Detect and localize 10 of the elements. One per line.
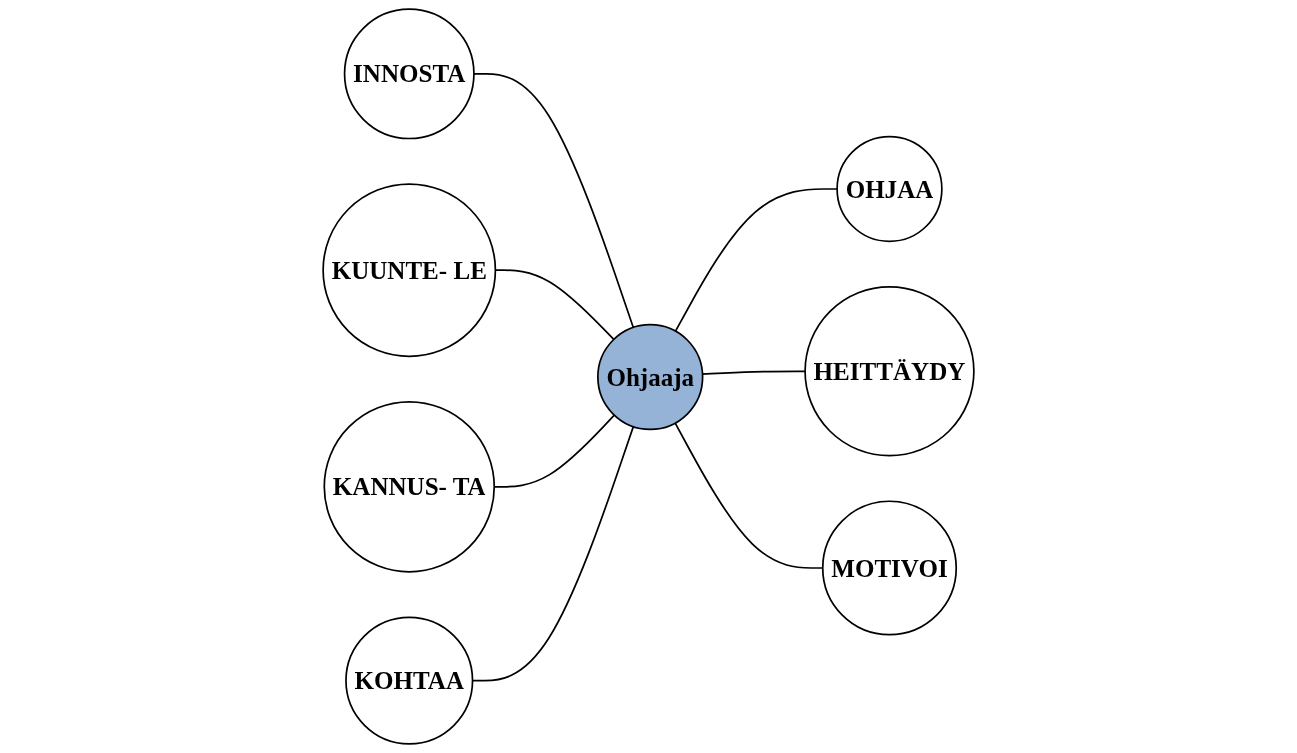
node-circle: Ohjaaja [597, 323, 704, 431]
node-circle: KANNUS- TA [323, 400, 496, 573]
node-circle: INNOSTA [343, 8, 475, 140]
node-circle: KUUNTE- LE [322, 183, 497, 358]
node-circle: MOTIVOI [821, 500, 958, 636]
node-circle: OHJAA [836, 135, 943, 243]
node-circle: HEITTÄYDY [804, 286, 975, 457]
connector [473, 72, 635, 329]
node-circle: KOHTAA [345, 616, 474, 745]
connector [674, 188, 838, 333]
